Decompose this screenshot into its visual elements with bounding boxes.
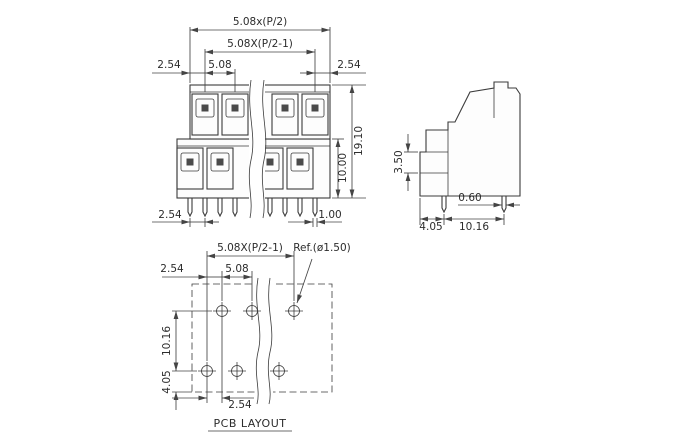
- pcb-hole: [285, 302, 303, 320]
- dim-edge-offset-label: 4.05: [161, 370, 173, 393]
- pin: [441, 195, 447, 214]
- pin: [282, 197, 288, 218]
- terminal-cell: [286, 147, 314, 190]
- pcb-layout-view: 5.08X(P/2-1) 2.54 5.08 Ref.(ø1.50) 10.16…: [160, 242, 351, 432]
- dim-pitch-label: 5.08: [208, 59, 231, 71]
- break-line: [248, 79, 254, 219]
- pin: [187, 197, 193, 218]
- terminal-cell: [206, 147, 234, 190]
- dim-stagger-label: 2.54: [160, 263, 184, 275]
- front-view: 5.08x(P/2) 5.08X(P/2-1) 2.54 5.08 2.54 1…: [152, 16, 366, 227]
- dim-left-margin-label: 2.54: [157, 59, 181, 71]
- dim-lower-height-label: 10.00: [337, 153, 349, 183]
- dim-inner-pitch-label: 5.08X(P/2-1): [227, 38, 293, 50]
- pin: [202, 197, 208, 218]
- pcb-hole: [213, 302, 231, 320]
- pcb-hole: [270, 362, 288, 380]
- pin: [267, 197, 273, 218]
- dim-total-height-label: 19.10: [353, 126, 365, 156]
- dim-inner-pitch-label: 5.08X(P/2-1): [217, 242, 283, 254]
- front-dimensions: 5.08x(P/2) 5.08X(P/2-1) 2.54 5.08 2.54 1…: [152, 16, 366, 227]
- break-line: [267, 277, 273, 405]
- break-lines: [248, 79, 267, 219]
- break-line: [261, 79, 267, 219]
- side-body-outline: [419, 81, 521, 197]
- terminal-cell: [301, 93, 329, 136]
- dim-right-margin-label: 2.54: [337, 59, 361, 71]
- pcb-hole: [243, 302, 261, 320]
- side-dimensions: 3.50 0.60 4.05 10.16: [393, 134, 520, 233]
- dim-pin-spacing-label: 10.16: [459, 221, 489, 233]
- pin: [297, 197, 303, 218]
- dim-step-height-label: 3.50: [393, 150, 405, 173]
- terminal-cell: [221, 93, 249, 136]
- side-view: 3.50 0.60 4.05 10.16: [393, 81, 521, 233]
- pin: [312, 197, 318, 218]
- dim-hole-ref-label: Ref.(ø1.50): [293, 242, 351, 254]
- pcb-hole: [198, 362, 216, 380]
- pcb-dimensions: 5.08X(P/2-1) 2.54 5.08 Ref.(ø1.50) 10.16…: [160, 242, 350, 411]
- dim-pin-offset-label: 2.54: [158, 209, 182, 221]
- pin: [501, 195, 507, 214]
- pcb-title: PCB LAYOUT: [208, 417, 292, 432]
- pin: [232, 197, 238, 218]
- pin: [217, 197, 223, 218]
- dim-row-spacing-label: 10.16: [161, 326, 173, 356]
- dim-pitch-label: 5.08: [225, 263, 248, 275]
- dim-pin-width-label: 1.00: [318, 209, 341, 221]
- terminal-cell: [176, 147, 204, 190]
- break-lines: [255, 277, 273, 405]
- pcb-hole: [228, 362, 246, 380]
- dim-outer-pitch-label: 5.08x(P/2): [233, 16, 287, 28]
- dim-edge-to-pin-label: 4.05: [419, 221, 442, 233]
- dim-stagger-bottom-label: 2.54: [228, 399, 252, 411]
- terminal-cell: [271, 93, 299, 136]
- side-body-detail: [420, 88, 495, 196]
- terminal-cell: [191, 93, 219, 136]
- dim-pin-thickness-label: 0.60: [458, 192, 481, 204]
- pcb-layout-title: PCB LAYOUT: [214, 417, 287, 430]
- break-line: [255, 277, 261, 405]
